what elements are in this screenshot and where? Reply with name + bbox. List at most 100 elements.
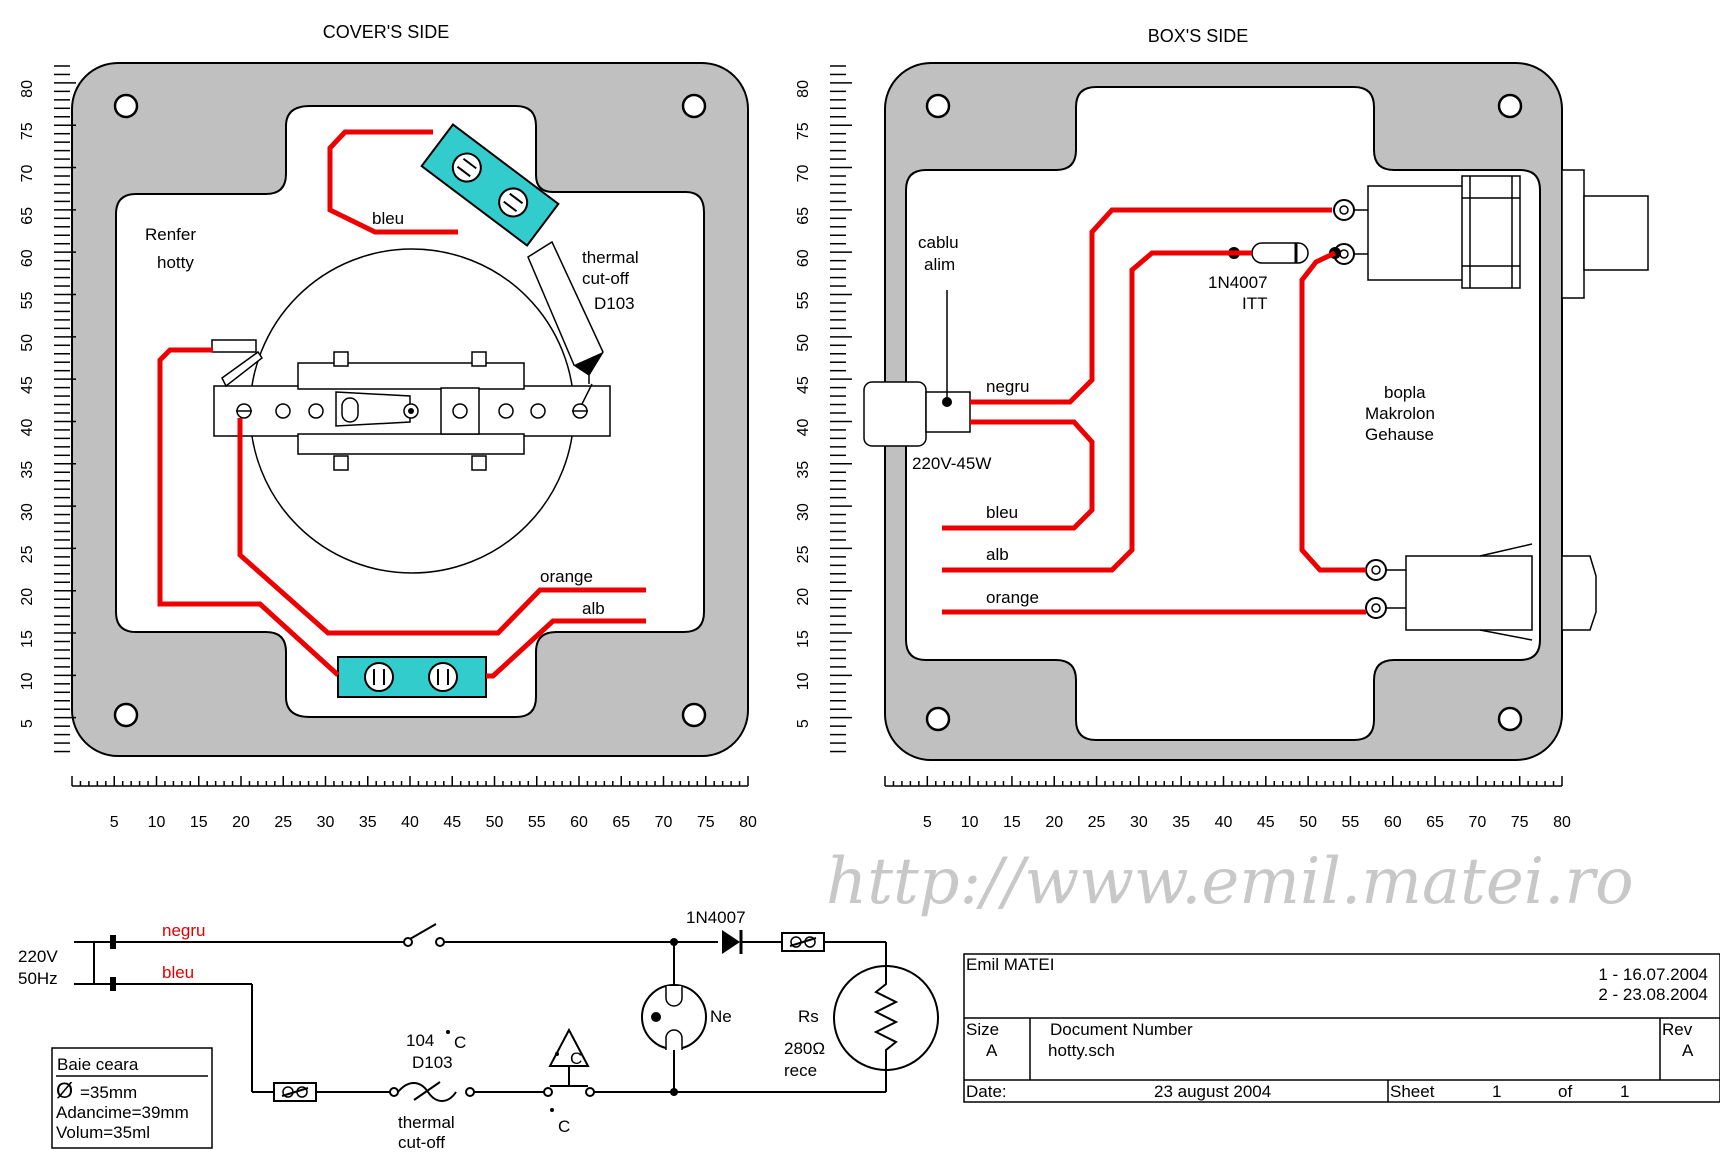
v-ruler-label: 45 [795,376,812,394]
diameter-symbol: Ø [56,1078,73,1103]
h-ruler-label: 80 [1553,814,1571,831]
h-ruler-label: 40 [1215,814,1233,831]
resistor-name: Rs [798,1007,819,1026]
info-title: Baie ceara [57,1055,139,1074]
box-title: BOX'S SIDE [1148,26,1248,46]
cover-wire-bleu-label: bleu [372,209,404,228]
power-rating: 220V-45W [912,454,991,473]
box-diode-label-2: ITT [1242,294,1268,313]
tb-rev-value: A [1682,1041,1694,1060]
switch-unit-bottom: C [558,1117,570,1136]
schematic-diode-label: 1N4007 [686,908,746,927]
bopla-label-2: Makrolon [1365,404,1435,423]
thermo-label-2: cut-off [398,1133,445,1152]
box-wires [942,207,1366,615]
tb-rev-label: Rev [1662,1020,1693,1039]
resistor-note: rece [784,1061,817,1080]
v-ruler-label: 75 [795,122,812,140]
box-lamp [1365,543,1597,641]
h-ruler-label: 20 [232,814,250,831]
h-ruler-label: 55 [528,814,546,831]
v-ruler-label: 65 [19,207,36,225]
h-ruler-label: 40 [401,814,419,831]
thermal-label-1: thermal [582,248,639,267]
v-ruler-label: 50 [795,334,812,352]
switch-unit-top: C [570,1049,582,1068]
h-ruler-label: 60 [570,814,588,831]
cover-wire-alb-label: alb [582,599,605,618]
h-ruler-label: 50 [1299,814,1317,831]
h-ruler-label: 20 [1045,814,1063,831]
info-volume: Volum=35ml [56,1123,150,1142]
tb-of-label: of [1558,1082,1572,1101]
h-ruler-label: 80 [739,814,757,831]
cover-wires [157,129,646,679]
v-ruler-label: 30 [19,503,36,521]
h-ruler-label: 35 [1172,814,1190,831]
h-ruler-label: 10 [961,814,979,831]
cablu-label-2: alim [924,255,955,274]
h-ruler-label: 15 [190,814,208,831]
tb-sheet-num: 1 [1492,1082,1501,1101]
thermal-cutoff-body [527,240,604,384]
v-ruler-label: 70 [19,165,36,183]
thermo-unit: C [454,1033,466,1052]
v-ruler-label: 80 [19,80,36,98]
v-ruler-label: 20 [19,588,36,606]
v-ruler-label: 40 [19,418,36,436]
v-ruler-label: 20 [795,588,812,606]
cablu-label-1: cablu [918,233,959,252]
tb-rev-date-1: 1 - 16.07.2004 [1598,965,1708,984]
info-diameter: =35mm [80,1083,137,1102]
tb-sheet-total: 1 [1620,1082,1629,1101]
info-depth: Adancime=39mm [56,1103,189,1122]
watermark-url: http://www.emil.matei.ro [826,845,1634,919]
h-ruler-label: 65 [612,814,630,831]
box-plate [884,62,1563,761]
box-switch [1333,169,1649,299]
resistor-value: 280Ω [784,1039,825,1058]
v-ruler-label: 25 [19,545,36,563]
label-hotty: hotty [157,253,194,272]
v-ruler-label: 60 [19,249,36,267]
v-ruler-label: 60 [795,249,812,267]
schematic-bleu-label: bleu [162,963,194,982]
tb-sheet-label: Sheet [1390,1082,1435,1101]
v-ruler-label: 55 [19,292,36,310]
h-ruler-label: 75 [697,814,715,831]
v-ruler-label: 35 [19,461,36,479]
label-renfer: Renfer [145,225,196,244]
thermo-label-1: thermal [398,1113,455,1132]
h-ruler-label: 30 [1130,814,1148,831]
v-ruler-label: 65 [795,207,812,225]
h-ruler-label: 75 [1511,814,1529,831]
cable-gland [863,290,971,447]
h-ruler-label: 35 [359,814,377,831]
v-ruler-label: 25 [795,545,812,563]
box-wire-alb-label: alb [986,545,1009,564]
h-ruler-label: 45 [1257,814,1275,831]
v-ruler-label: 30 [795,503,812,521]
h-ruler-label: 55 [1342,814,1360,831]
tb-docnum-value: hotty.sch [1048,1041,1115,1060]
cover-title: COVER'S SIDE [323,22,449,42]
box-diode-label-1: 1N4007 [1208,273,1268,292]
info-box: Baie ceara Ø =35mm Adancime=39mm Volum=3… [51,1047,213,1149]
schematic: 220V 50Hz negru bleu 1N4007 [18,908,939,1152]
thermal-label-3: D103 [594,294,635,313]
h-ruler-label: 70 [655,814,673,831]
h-ruler-label: 70 [1468,814,1486,831]
v-ruler-label: 10 [795,672,812,690]
v-ruler-label: 5 [19,719,36,728]
h-ruler-label: 30 [317,814,335,831]
box-wire-bleu-label: bleu [986,503,1018,522]
v-ruler-label: 40 [795,418,812,436]
v-ruler-label: 15 [795,630,812,648]
bottom-terminal-block [337,656,487,698]
v-ruler-label: 35 [795,461,812,479]
h-ruler-label: 60 [1384,814,1402,831]
h-ruler-label: 45 [443,814,461,831]
tb-rev-date-2: 2 - 23.08.2004 [1598,985,1708,1004]
v-ruler-label: 45 [19,376,36,394]
title-block: Emil MATEI 1 - 16.07.2004 2 - 23.08.2004… [963,953,1720,1103]
